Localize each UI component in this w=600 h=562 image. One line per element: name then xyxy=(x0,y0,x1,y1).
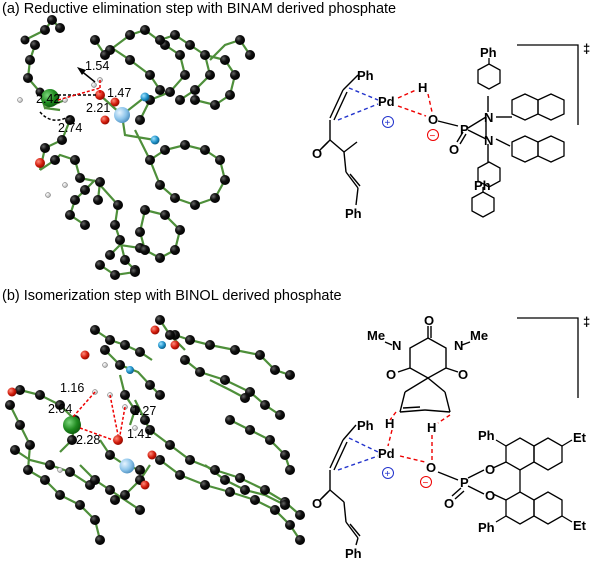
distance-label: 2.28 xyxy=(76,433,100,447)
distance-label: 2.04 xyxy=(48,402,72,416)
label-o: O xyxy=(458,367,468,382)
panel-b-pd-atom xyxy=(63,416,81,434)
panel-a-ketone-o-atom xyxy=(35,158,45,168)
caption-panel-a: (a) Reductive elimination step with BINA… xyxy=(2,1,397,17)
label-ph: Ph xyxy=(345,206,362,221)
panel-a-interaction-lines xyxy=(39,67,101,121)
label-pd: Pd xyxy=(378,94,395,109)
panel-a-n-atom xyxy=(140,92,150,102)
label-me: Me xyxy=(470,328,488,343)
label-o: O xyxy=(485,488,495,503)
caption-panel-b: (b) Isomerization step with BINOL derive… xyxy=(2,288,342,304)
label-ketone-o: O xyxy=(312,496,322,511)
label-p: P xyxy=(460,475,469,490)
panel-a-scheme: ‡ xyxy=(312,41,590,221)
panel-a-3d-model: 1.54 1.47 2.42 2.21 2.74 xyxy=(17,15,255,280)
label-o: O xyxy=(386,367,396,382)
panel-a-carbon-atoms xyxy=(20,15,255,280)
distance-label: 1.41 xyxy=(127,427,151,441)
label-p: P xyxy=(460,122,469,137)
h-bond-interactions xyxy=(387,411,451,463)
panel-a-p-atom xyxy=(114,107,130,123)
panel-a-bonds xyxy=(24,18,251,277)
label-o-minus: O xyxy=(426,460,436,475)
distance-label: 1.54 xyxy=(85,59,109,73)
panel-b-n-atom xyxy=(158,341,166,349)
transition-state-dagger: ‡ xyxy=(583,314,590,329)
ts-bracket xyxy=(517,44,579,125)
label-o: O xyxy=(424,313,434,328)
distance-label: 2.74 xyxy=(58,121,82,135)
label-h: H xyxy=(418,80,427,95)
label-pd: Pd xyxy=(378,446,395,461)
panel-a-o-atom xyxy=(110,97,120,107)
distance-label: 1.16 xyxy=(60,381,84,395)
panel-b-o-atom xyxy=(80,350,90,360)
panel-b-o-atom xyxy=(170,340,180,350)
distance-label: 2.21 xyxy=(86,101,110,115)
label-n: N xyxy=(484,133,493,148)
ts-bracket xyxy=(517,317,579,398)
panel-b-o-atom xyxy=(113,435,123,445)
label-h: H xyxy=(427,420,436,435)
label-ketone-o: O xyxy=(312,146,322,161)
panel-b-n-atom xyxy=(126,366,134,374)
pd-alkene-coordination xyxy=(337,87,379,121)
label-me: Me xyxy=(367,328,385,343)
label-ph: Ph xyxy=(478,428,495,443)
cation-charge: + xyxy=(385,469,391,480)
panel-b-3d-model: 1.16 2.04 1.27 1.41 2.28 xyxy=(5,315,305,545)
label-n: N xyxy=(484,110,493,125)
panel-b-o-atom xyxy=(147,450,157,460)
label-ph: Ph xyxy=(478,520,495,535)
panel-b-o-atom xyxy=(150,325,160,335)
panel-a-n-atom xyxy=(150,135,160,145)
anion-charge: − xyxy=(430,131,436,142)
label-ph: Ph xyxy=(345,546,362,561)
panel-b-scheme: ‡ xyxy=(312,313,590,561)
binol-rings xyxy=(495,437,573,525)
label-o: O xyxy=(485,462,495,477)
anion-charge: − xyxy=(423,478,429,489)
label-n: N xyxy=(392,338,401,353)
label-et: Et xyxy=(573,518,587,533)
panel-b-hydrogen-atoms xyxy=(57,362,138,473)
panel-a-distance-labels: 1.54 1.47 2.42 2.21 2.74 xyxy=(36,59,131,135)
panel-b-carbon-atoms xyxy=(5,315,305,545)
panel-a-pd-atom xyxy=(41,89,59,107)
pd-alkene-coordination xyxy=(337,437,379,471)
distance-label: 2.42 xyxy=(36,92,60,106)
panel-b-ketone-o-atom xyxy=(7,387,17,397)
label-ph: Ph xyxy=(480,45,497,60)
panel-b-distance-labels: 1.16 2.04 1.27 1.41 2.28 xyxy=(48,381,156,447)
aryl-rings xyxy=(471,58,565,218)
label-ph: Ph xyxy=(474,178,491,193)
panel-b-interaction-lines xyxy=(71,391,126,441)
panel-a-o-atom xyxy=(95,90,105,100)
panel-b-p-atom xyxy=(119,458,135,474)
label-h: H xyxy=(385,416,394,431)
label-ph: Ph xyxy=(357,418,374,433)
pd-h-o-interaction xyxy=(397,89,433,117)
label-o-double: O xyxy=(444,496,454,511)
panel-b-o-atom xyxy=(140,480,150,490)
label-o-double: O xyxy=(449,142,459,157)
panel-a-o-atom xyxy=(100,115,110,125)
cation-charge: + xyxy=(385,118,391,129)
label-et: Et xyxy=(573,430,587,445)
label-ph: Ph xyxy=(357,68,374,83)
label-o-minus: O xyxy=(428,112,438,127)
transition-state-dagger: ‡ xyxy=(583,41,590,56)
distance-label: 1.47 xyxy=(107,86,131,100)
label-n: N xyxy=(454,338,463,353)
distance-label: 1.27 xyxy=(132,404,156,418)
